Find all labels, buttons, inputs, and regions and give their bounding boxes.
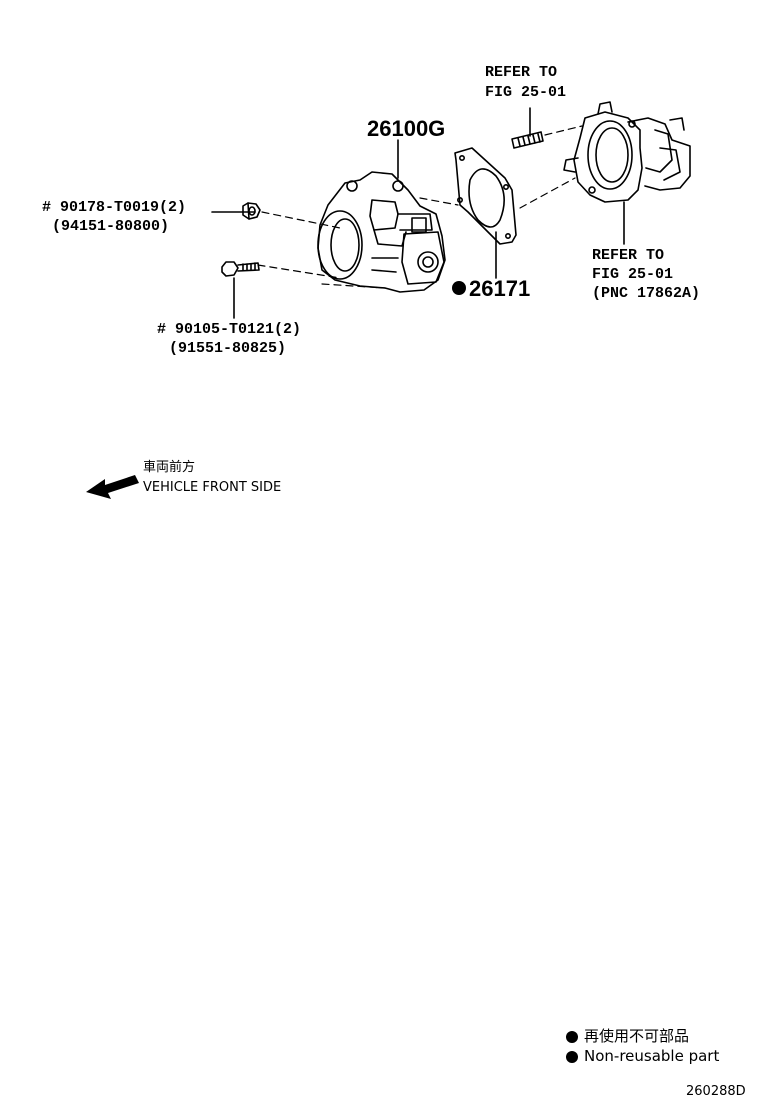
refer-right-line1: REFER TO (592, 247, 665, 264)
alignment-lines (257, 125, 583, 289)
refer-right-line2: FIG 25-01 (592, 266, 674, 283)
refer-right-line3: (PNC 17862A) (592, 285, 701, 302)
throttle-body-icon (317, 171, 446, 293)
stud-bolt-icon (511, 131, 544, 149)
nut-alt-part-number: (94151-80800) (52, 218, 170, 235)
figure-code: 260288D (686, 1084, 746, 1099)
nut-part-number[interactable]: # 90178-T0019(2) (42, 199, 187, 216)
legend-dot-icon (566, 1030, 578, 1043)
direction-english: VEHICLE FRONT SIDE (143, 480, 282, 495)
legend-dot-icon (566, 1050, 578, 1063)
part-number-throttle-body[interactable]: 26100G (367, 116, 446, 141)
refer-top-line2: FIG 25-01 (485, 84, 567, 101)
legend-japanese-row: 再使用不可部品 (566, 1029, 689, 1044)
bolt-alt-part-number: (91551-80825) (169, 340, 287, 357)
bolt-part-number[interactable]: # 90105-T0121(2) (157, 321, 302, 338)
nut-icon (242, 202, 261, 220)
direction-japanese: 車両前方 (143, 460, 196, 475)
gasket-icon (454, 147, 517, 245)
bolt-icon (221, 261, 260, 277)
vehicle-front-arrow-icon (86, 475, 139, 499)
refer-top-line1: REFER TO (485, 64, 558, 81)
part-number-gasket[interactable]: 26171 (452, 278, 530, 300)
non-reusable-dot-icon (452, 281, 466, 296)
intake-manifold-icon (563, 101, 691, 203)
legend-english-row: Non-reusable part (566, 1049, 719, 1064)
